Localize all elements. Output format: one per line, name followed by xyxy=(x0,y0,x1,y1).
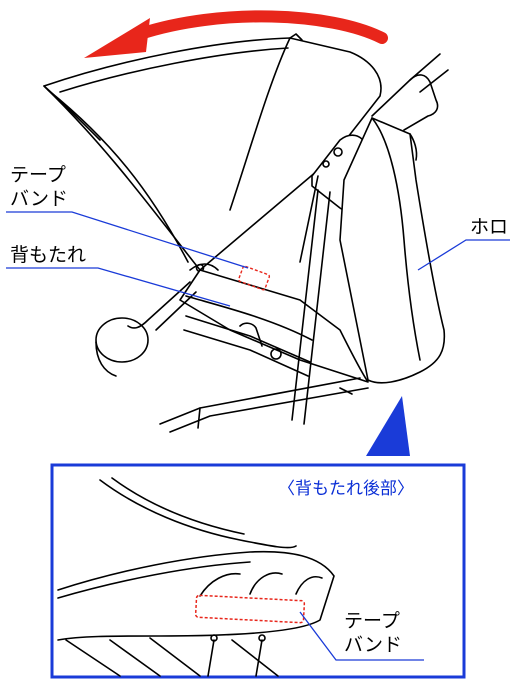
label-tape-band-inset-line1: テープ xyxy=(344,610,400,632)
fold-direction-arrow xyxy=(84,10,388,58)
inset-pointer xyxy=(366,396,410,456)
label-tape-band-inset-line2: バンド xyxy=(344,634,402,656)
label-tape-band-line1: テープ xyxy=(10,164,66,186)
label-backrest: 背もたれ xyxy=(10,244,87,266)
tape-band-marker-inset xyxy=(194,594,306,624)
tape-band-marker-main xyxy=(237,265,271,291)
label-tape-band-line2: バンド xyxy=(10,188,68,210)
stroller-illustration xyxy=(43,33,449,433)
inset-leader-line xyxy=(299,611,424,661)
inset-box xyxy=(50,463,466,679)
inset-title: 〈背もたれ後部〉 xyxy=(278,479,414,499)
label-hood: ホロ xyxy=(470,216,509,238)
leader-lines xyxy=(6,211,510,307)
inset-illustration xyxy=(57,477,335,677)
